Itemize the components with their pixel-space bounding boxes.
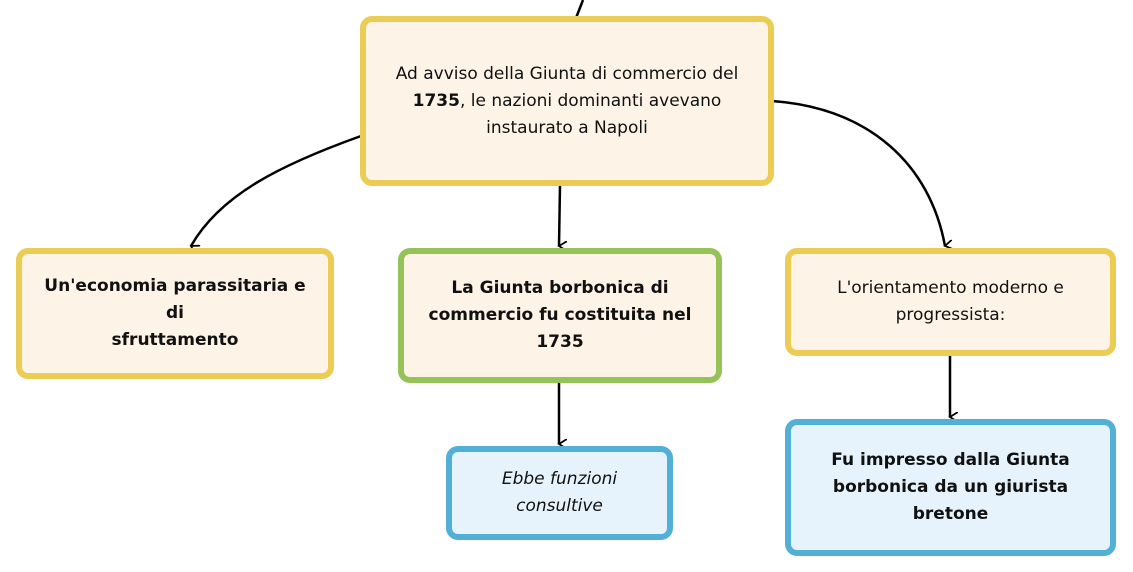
center-child-line-2: consultive <box>516 496 603 516</box>
center-line-2: commercio fu costituita nel 1735 <box>428 305 692 352</box>
center-child-text: Ebbe funzioni consultive <box>502 466 617 520</box>
right-child-line-1: Fu impresso dalla Giunta <box>831 450 1070 470</box>
center-line-1: La Giunta borbonica di <box>451 278 669 298</box>
right-node-text: L'orientamento moderno e progressista: <box>837 275 1064 329</box>
center-child-node[interactable]: Ebbe funzioni consultive <box>446 446 673 540</box>
right-node[interactable]: L'orientamento moderno e progressista: <box>785 248 1116 356</box>
left-node[interactable]: Un'economia parassitaria e di sfruttamen… <box>16 248 334 379</box>
center-node-text: La Giunta borbonica di commercio fu cost… <box>418 275 702 356</box>
root-line-3: instaurato a Napoli <box>486 117 648 138</box>
root-node[interactable]: Ad avviso della Giunta di commercio del … <box>360 16 774 186</box>
right-child-line-2: borbonica da un giurista bretone <box>832 477 1069 524</box>
edge-root-to-right <box>771 99 945 246</box>
right-child-node[interactable]: Fu impresso dalla Giunta borbonica da un… <box>785 419 1116 556</box>
right-child-text: Fu impresso dalla Giunta borbonica da un… <box>805 447 1096 528</box>
root-line-2: 1735, le nazioni dominanti avevano <box>396 88 739 115</box>
root-line-1: Ad avviso della Giunta di commercio del <box>395 63 739 84</box>
edge-incoming-root <box>574 0 585 19</box>
root-line-2-rest: , le nazioni dominanti avevano <box>459 90 722 111</box>
center-node[interactable]: La Giunta borbonica di commercio fu cost… <box>398 248 722 383</box>
left-line-2: sfruttamento <box>111 330 239 350</box>
edge-root-to-center <box>559 184 560 246</box>
left-line-1: Un'economia parassitaria e di <box>44 276 306 323</box>
left-node-text: Un'economia parassitaria e di sfruttamen… <box>36 273 314 354</box>
right-line-1: L'orientamento moderno e <box>837 278 1064 298</box>
center-child-line-1: Ebbe funzioni <box>501 469 618 489</box>
root-node-text: Ad avviso della Giunta di commercio del … <box>396 61 739 142</box>
root-year: 1735 <box>412 90 460 111</box>
right-line-2: progressista: <box>895 305 1006 325</box>
edge-root-to-left <box>191 134 362 246</box>
